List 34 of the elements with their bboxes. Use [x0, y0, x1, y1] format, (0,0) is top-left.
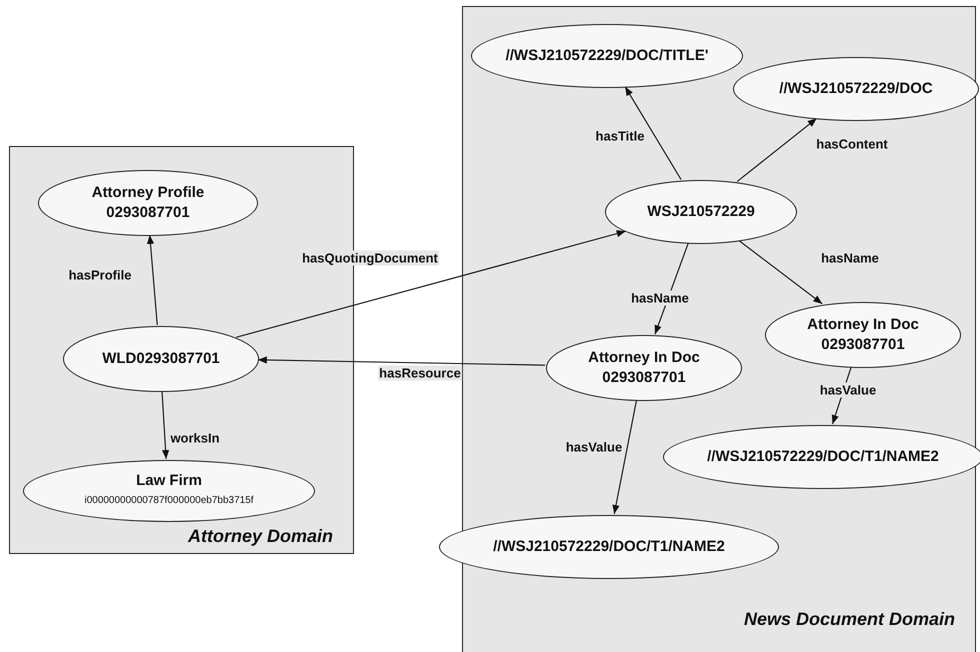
node-label: Law Firm — [136, 471, 202, 491]
edge-label: worksIn — [169, 430, 221, 446]
node-label: //WSJ210572229/DOC — [779, 79, 933, 99]
node-id: 0293087701 — [602, 368, 686, 388]
edge-label: hasValue — [818, 382, 878, 398]
edge-label: hasValue — [564, 440, 624, 454]
node-label: Attorney In Doc — [588, 348, 700, 368]
edge-label: hasName — [820, 250, 880, 266]
node-id: i00000000000787f000000eb7bb3715f — [84, 494, 254, 508]
node-label: WLD0293087701 — [102, 349, 220, 369]
edge-label: hasContent — [815, 136, 889, 152]
arrow — [612, 400, 638, 514]
node-label: //WSJ210572229/DOC/TITLE' — [506, 46, 708, 66]
edge-label: hasProfile — [68, 268, 132, 282]
node-id: 0293087701 — [821, 335, 905, 355]
arrow — [236, 230, 626, 338]
arrow — [258, 356, 546, 366]
arrow — [161, 390, 170, 460]
arrow — [736, 118, 818, 182]
arrow — [146, 234, 158, 326]
node-id: 0293087701 — [106, 203, 190, 223]
arrow — [624, 86, 682, 180]
node-label: //WSJ210572229/DOC/T1/NAME2 — [493, 537, 725, 557]
node-label: //WSJ210572229/DOC/T1/NAME2 — [707, 447, 939, 467]
edge-label: hasTitle — [594, 128, 646, 144]
node-label: WSJ210572229 — [647, 202, 755, 222]
node-label: Attorney In Doc — [807, 315, 919, 335]
domain-title: Attorney Domain — [188, 525, 333, 548]
edge-label: hasResource — [378, 366, 462, 380]
arrow — [738, 240, 823, 304]
domain-title: News Document Domain — [744, 608, 955, 631]
node-label: Attorney Profile — [92, 183, 204, 203]
edge-label: hasQuotingDocument — [301, 250, 439, 266]
edge-label: hasName — [630, 290, 690, 306]
